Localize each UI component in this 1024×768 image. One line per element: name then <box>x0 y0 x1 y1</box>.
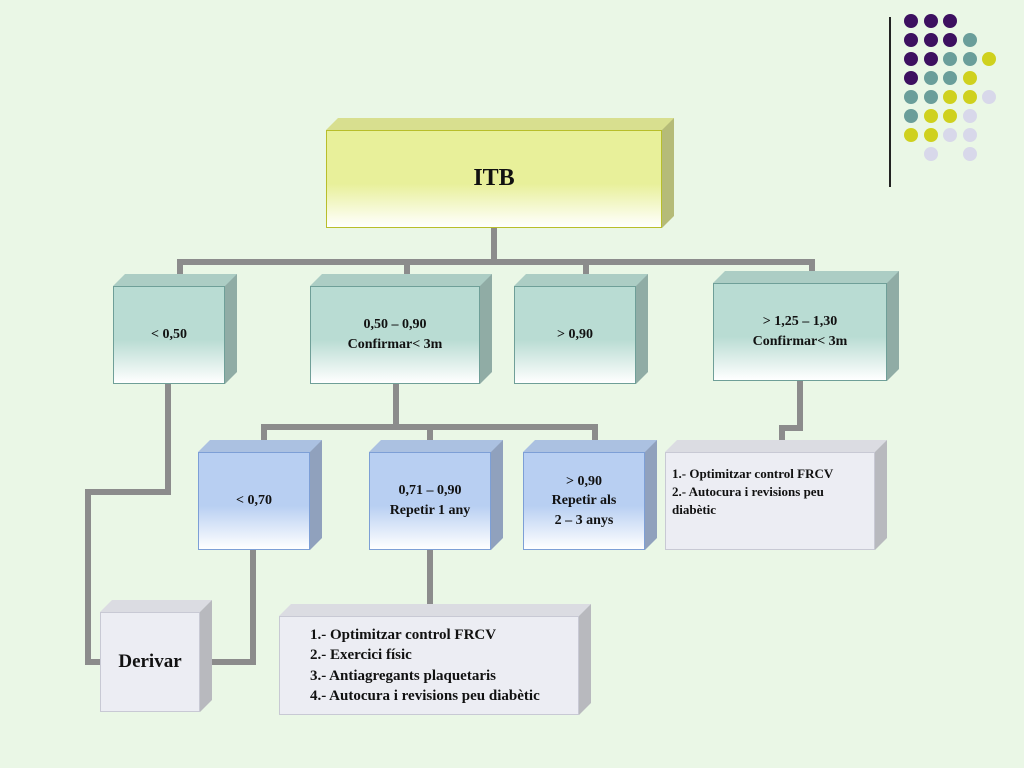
divider-line <box>889 17 891 187</box>
node-derivar-label: Derivar <box>118 650 182 672</box>
box-side-face <box>200 600 212 712</box>
decorative-dot <box>962 71 977 85</box>
decorative-dot <box>943 109 957 123</box>
box-top-face <box>279 604 591 616</box>
node-lt-070: < 0,70 <box>198 440 322 550</box>
decorative-dot <box>962 33 977 47</box>
node-lt-050: < 0,50 <box>113 274 237 384</box>
node-treatment-label: 1.- Optimitzar control FRCV 2.- Exercici… <box>310 627 540 704</box>
decorative-dot <box>962 109 977 123</box>
decorative-dot <box>923 128 938 142</box>
node-gt-090-repeat: > 0,90 Repetir als 2 – 3 anys <box>523 440 657 550</box>
decorative-dot <box>923 14 938 28</box>
decorative-dot <box>923 52 938 66</box>
decorative-dot <box>904 90 918 104</box>
box-top-face <box>198 440 322 452</box>
decorative-dot <box>962 90 977 104</box>
box-side-face <box>579 604 591 715</box>
box-top-face <box>113 274 237 286</box>
node-gt-090-repeat-label: > 0,90 Repetir als 2 – 3 anys <box>551 473 617 528</box>
node-gt-125: > 1,25 – 1,30 Confirmar< 3m <box>713 271 899 381</box>
decorative-dot <box>904 128 918 142</box>
node-lt-070-label: < 0,70 <box>236 493 272 509</box>
node-lt-050-label: < 0,50 <box>151 327 187 343</box>
decorative-dot <box>923 71 938 85</box>
decorative-dot <box>962 52 977 66</box>
decorative-dot <box>943 128 957 142</box>
node-derivar: Derivar <box>100 600 212 712</box>
decorative-dot <box>962 147 977 161</box>
decorative-dot <box>982 90 996 104</box>
decorative-dot <box>904 33 918 47</box>
decorative-dot <box>904 71 918 85</box>
decorative-dot <box>943 90 957 104</box>
node-treatment: 1.- Optimitzar control FRCV 2.- Exercici… <box>279 604 591 715</box>
decorative-dot <box>943 33 957 47</box>
box-top-face <box>665 440 887 452</box>
node-frcv-high-label: 1.- Optimitzar control FRCV 2.- Autocura… <box>672 466 834 518</box>
box-side-face <box>310 440 322 550</box>
node-gt-090: > 0,90 <box>514 274 648 384</box>
box-side-face <box>225 274 237 384</box>
box-top-face <box>514 274 648 286</box>
box-top-face <box>310 274 492 286</box>
decorative-dot <box>923 147 938 161</box>
box-side-face <box>645 440 657 550</box>
box-top-face <box>326 118 674 130</box>
node-gt-090-label: > 0,90 <box>557 327 593 343</box>
box-top-face <box>713 271 899 283</box>
box-top-face <box>369 440 503 452</box>
node-itb-label: ITB <box>473 165 515 192</box>
box-side-face <box>662 118 674 228</box>
decorative-dot-grid <box>904 14 1014 164</box>
node-itb: ITB <box>326 118 674 228</box>
box-top-face <box>523 440 657 452</box>
node-050-090-label: 0,50 – 0,90 Confirmar< 3m <box>347 317 443 352</box>
node-071-090-label: 0,71 – 0,90 Repetir 1 any <box>389 483 471 518</box>
decorative-dot <box>904 109 918 123</box>
decorative-dot <box>982 52 996 66</box>
node-071-090: 0,71 – 0,90 Repetir 1 any <box>369 440 503 550</box>
decorative-dot <box>962 128 977 142</box>
box-side-face <box>875 440 887 550</box>
decorative-dot <box>943 14 957 28</box>
box-top-face <box>100 600 212 612</box>
node-050-090: 0,50 – 0,90 Confirmar< 3m <box>310 274 492 384</box>
box-side-face <box>636 274 648 384</box>
decorative-dot <box>943 52 957 66</box>
decorative-dot <box>923 90 938 104</box>
node-gt-125-label: > 1,25 – 1,30 Confirmar< 3m <box>752 314 848 349</box>
box-side-face <box>480 274 492 384</box>
decorative-dot <box>904 14 918 28</box>
decorative-dot <box>943 71 957 85</box>
box-side-face <box>887 271 899 381</box>
decorative-dot <box>904 52 918 66</box>
decorative-dot <box>923 109 938 123</box>
node-frcv-high: 1.- Optimitzar control FRCV 2.- Autocura… <box>665 440 887 550</box>
decorative-dot <box>923 33 938 47</box>
box-side-face <box>491 440 503 550</box>
